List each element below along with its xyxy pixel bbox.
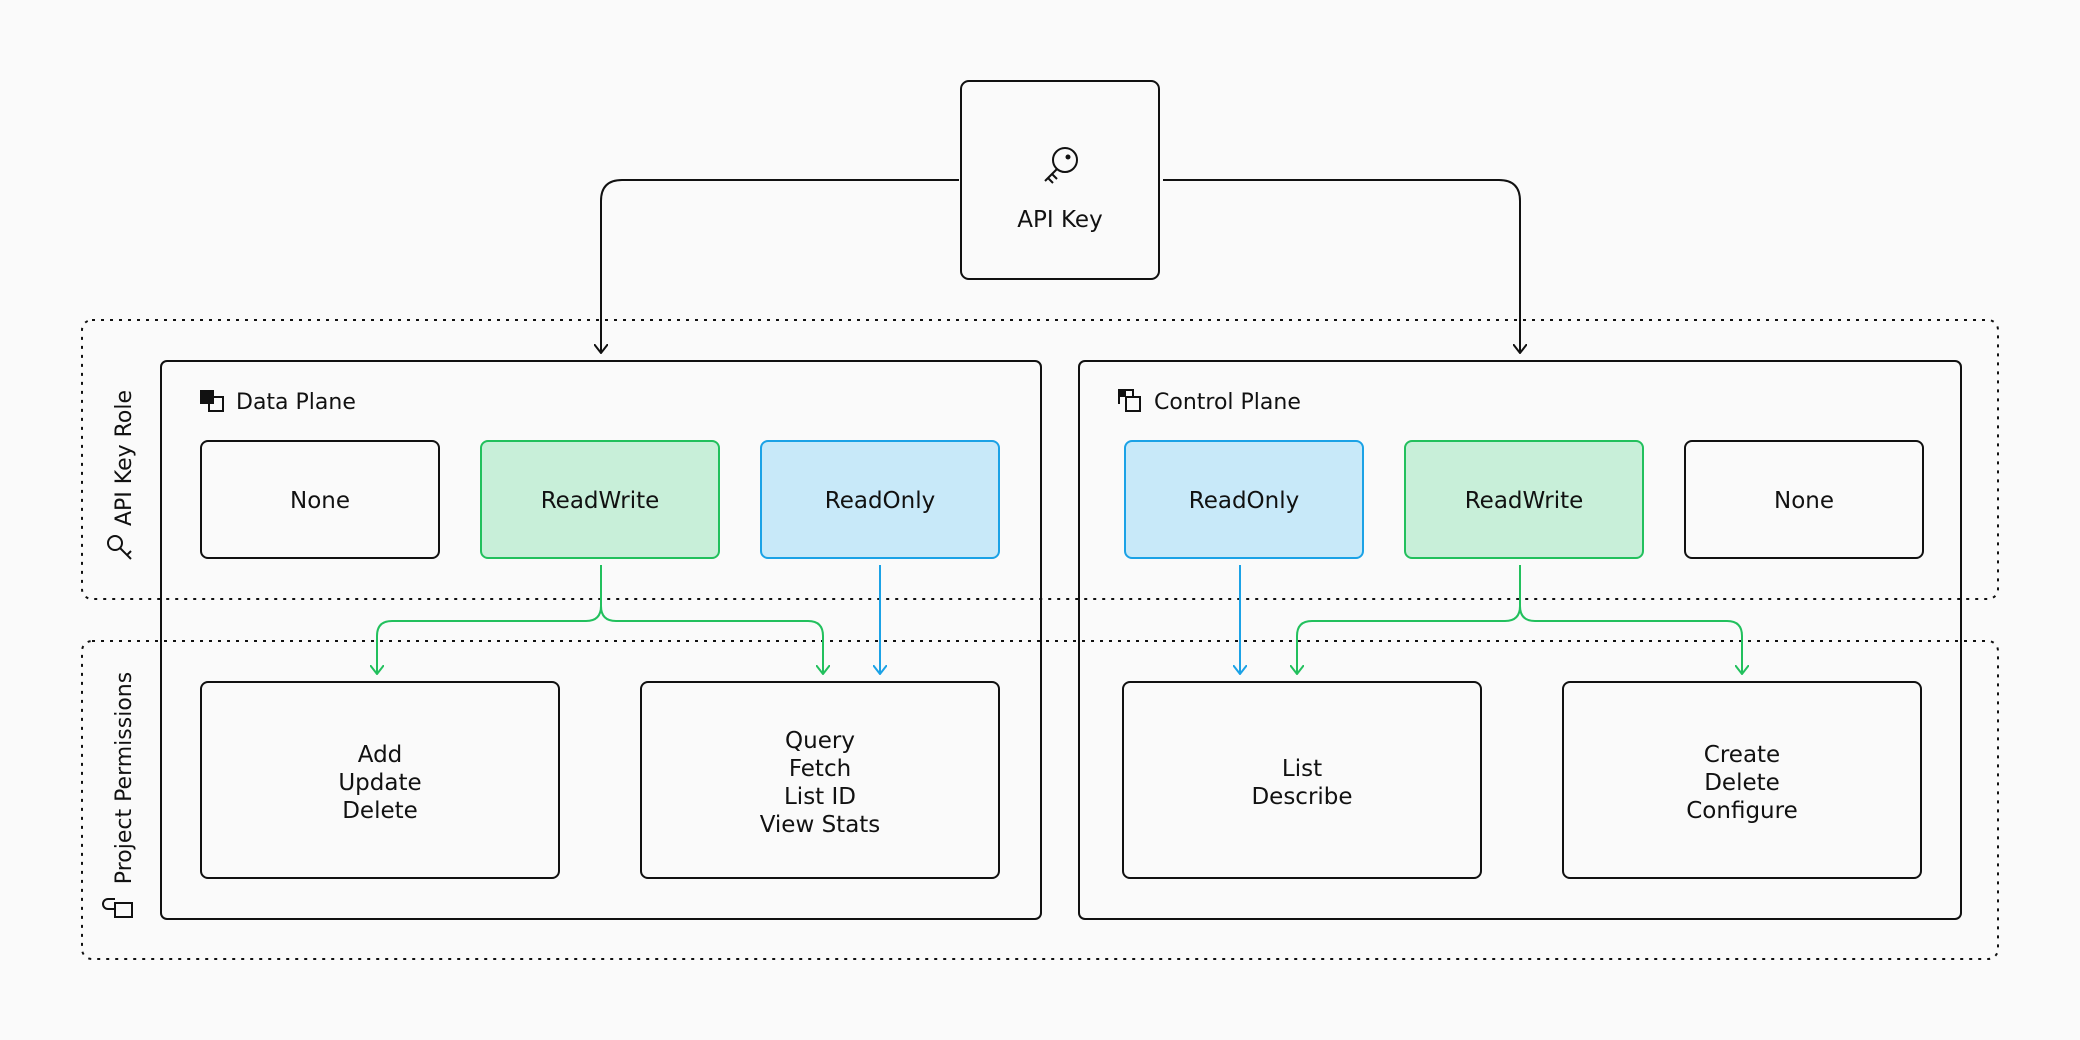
permission-item: View Stats (760, 812, 881, 838)
role-label: None (1774, 488, 1834, 514)
connector-to-data-plane (601, 179, 959, 353)
permission-item: Query (785, 728, 855, 754)
control-role-none[interactable]: None (1684, 440, 1924, 559)
data-role-none[interactable]: None (200, 440, 440, 559)
control-readwrite-to-write-perms (1519, 605, 1742, 674)
control-role-readwrite[interactable]: ReadWrite (1404, 440, 1644, 559)
data-permission-group-read: Query Fetch List ID View Stats (640, 681, 1000, 879)
permission-item: Describe (1251, 784, 1352, 810)
data-role-readonly[interactable]: ReadOnly (760, 440, 1000, 559)
permission-item: Update (338, 770, 421, 796)
connector-to-control-plane (1163, 179, 1520, 353)
role-label: ReadOnly (825, 488, 935, 514)
key-icon (107, 535, 132, 560)
control-permission-group-write: Create Delete Configure (1562, 681, 1922, 879)
lock-icon (102, 898, 133, 918)
control-plane-title: Control Plane (1154, 390, 1301, 415)
data-readwrite-to-write-perms (377, 565, 602, 674)
project-permissions-label: Project Permissions (112, 672, 137, 884)
permission-item: Delete (1704, 770, 1780, 796)
permission-item: Delete (342, 798, 418, 824)
data-plane-icon (200, 390, 224, 412)
control-role-readonly[interactable]: ReadOnly (1124, 440, 1364, 559)
key-icon (1044, 147, 1078, 184)
project-permissions-label-group: Project Permissions (112, 672, 137, 884)
control-readwrite-to-read-perms (1297, 565, 1521, 674)
api-key-role-label: API Key Role (112, 390, 137, 526)
control-plane-panel (1078, 360, 1962, 920)
permission-item: Create (1704, 742, 1780, 768)
role-label: ReadOnly (1189, 488, 1299, 514)
role-label: ReadWrite (1465, 488, 1584, 514)
permission-item: Fetch (789, 756, 851, 782)
role-label: ReadWrite (541, 488, 660, 514)
api-key-node[interactable]: API Key (960, 80, 1160, 280)
control-permission-group-read: List Describe (1122, 681, 1482, 879)
api-key-role-label-group: API Key Role (112, 390, 137, 526)
data-permission-group-write: Add Update Delete (200, 681, 560, 879)
permission-item: Add (358, 742, 403, 768)
role-label: None (290, 488, 350, 514)
data-plane-title: Data Plane (236, 390, 356, 415)
data-readwrite-to-read-perms (600, 605, 823, 674)
permission-item: List ID (784, 784, 856, 810)
data-role-readwrite[interactable]: ReadWrite (480, 440, 720, 559)
control-plane-icon (1118, 389, 1141, 412)
permission-item: List (1282, 756, 1322, 782)
permission-item: Configure (1686, 798, 1797, 824)
data-plane-panel (160, 360, 1042, 920)
api-key-label: API Key (1017, 207, 1102, 233)
